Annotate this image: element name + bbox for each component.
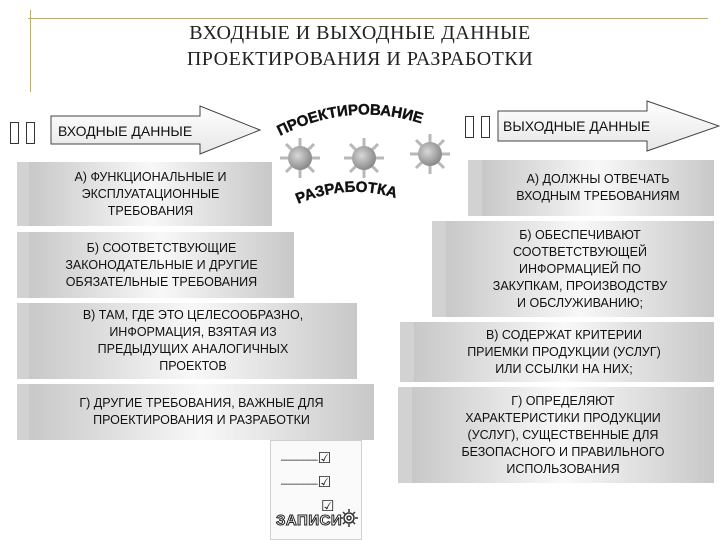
output-item-a-line: ВХОДНЫМ ТРЕБОВАНИЯМ [516, 188, 679, 205]
output-item-a: А) ДОЛЖНЫ ОТВЕЧАТЬ ВХОДНЫМ ТРЕБОВАНИЯМ [482, 160, 714, 216]
box-shadow [17, 303, 29, 379]
output-item-b-line: И ОБСЛУЖИВАНИЮ; [493, 295, 667, 312]
output-arrow: ВЫХОДНЫЕ ДАННЫЕ [497, 99, 720, 153]
records-label: ЗАПИСИ [276, 512, 342, 529]
sun-icon [280, 138, 320, 178]
gear-icon [339, 508, 359, 528]
input-item-a-line: ТРЕБОВАНИЯ [74, 203, 226, 220]
input-item-a: А) ФУНКЦИОНАЛЬНЫЕ И ЭКСПЛУАТАЦИОННЫЕ ТРЕ… [29, 162, 272, 226]
input-header-text: ВХОДНЫЕ ДАННЫЕ [58, 123, 192, 139]
output-item-b: Б) ОБЕСПЕЧИВАЮТ СООТВЕТСТВУЮЩЕЙ ИНФОРМАЦ… [446, 221, 714, 317]
output-item-d: Г) ОПРЕДЕЛЯЮТ ХАРАКТЕРИСТИКИ ПРОДУКЦИИ (… [412, 387, 714, 483]
arc-bottom-text: РАЗРАБОТКА [293, 179, 399, 208]
box-shadow [398, 387, 412, 483]
input-item-b-line: Б) СООТВЕТСТВУЮЩИЕ [65, 240, 257, 257]
checklist-row: ‒‒‒‒‒‒☑ [281, 473, 331, 491]
output-item-d-line: (УСЛУГ), СУЩЕСТВЕННЫЕ ДЛЯ [461, 427, 664, 444]
arc-top-text: ПРОЕКТИРОВАНИЕ [274, 101, 425, 139]
input-item-c-line: ИНФОРМАЦИЯ, ВЗЯТАЯ ИЗ [83, 324, 303, 341]
input-item-a-line: ЭКСПЛУАТАЦИОННЫЕ [74, 186, 226, 203]
output-item-d-line: Г) ОПРЕДЕЛЯЮТ [461, 393, 664, 410]
frame-left-line [30, 10, 31, 92]
input-item-d-line: Г) ДРУГИЕ ТРЕБОВАНИЯ, ВАЖНЫЕ ДЛЯ [79, 395, 323, 412]
output-item-b-line: ЗАКУПКАМ, ПРОИЗВОДСТВУ [493, 278, 667, 295]
output-item-d-line: ИСПОЛЬЗОВАНИЯ [461, 461, 664, 478]
sun-icon [344, 138, 384, 178]
input-item-d: Г) ДРУГИЕ ТРЕБОВАНИЯ, ВАЖНЫЕ ДЛЯ ПРОЕКТИ… [29, 384, 374, 440]
input-item-c-line: ПРЕДЫДУЩИХ АНАЛОГИЧНЫХ [83, 341, 303, 358]
box-shadow [400, 322, 414, 382]
output-item-d-line: ХАРАКТЕРИСТИКИ ПРОДУКЦИИ [461, 410, 664, 427]
arc-top-label: ПРОЕКТИРОВАНИЕ [274, 101, 425, 139]
frame-top-line [28, 18, 708, 19]
center-process-graphic: ПРОЕКТИРОВАНИЕ РАЗРАБОТКА [268, 96, 458, 226]
checklist-row: ‒‒‒‒‒‒☑ [281, 449, 331, 467]
box-shadow [17, 162, 29, 226]
output-item-b-line: ИНФОРМАЦИЕЙ ПО [493, 261, 667, 278]
marker-square [26, 122, 35, 144]
box-shadow [432, 221, 446, 317]
checkbox-icon: ☑ [318, 450, 331, 467]
page-title: ВХОДНЫЕ И ВЫХОДНЫЕ ДАННЫЕ ПРОЕКТИРОВАНИЯ… [60, 20, 660, 72]
marker-square [465, 116, 474, 138]
input-item-d-line: ПРОЕКТИРОВАНИЯ И РАЗРАБОТКИ [79, 412, 323, 429]
checklist-dash: ‒‒‒‒‒‒ [281, 478, 318, 490]
output-item-b-line: Б) ОБЕСПЕЧИВАЮТ [493, 227, 667, 244]
checklist-dash: ‒‒‒‒‒‒ [281, 454, 318, 466]
title-line-1: ВХОДНЫЕ И ВЫХОДНЫЕ ДАННЫЕ [60, 20, 660, 46]
output-header-text: ВЫХОДНЫЕ ДАННЫЕ [503, 118, 650, 134]
input-item-c-line: В) ТАМ, ГДЕ ЭТО ЦЕЛЕСООБРАЗНО, [83, 307, 303, 324]
box-shadow [17, 232, 29, 298]
marker-square [481, 116, 490, 138]
input-item-b: Б) СООТВЕТСТВУЮЩИЕ ЗАКОНОДАТЕЛЬНЫЕ И ДРУ… [29, 232, 294, 298]
sun-icon [410, 134, 450, 174]
input-arrow: ВХОДНЫЕ ДАННЫЕ [50, 104, 270, 156]
input-item-b-line: ЗАКОНОДАТЕЛЬНЫЕ И ДРУГИЕ [65, 257, 257, 274]
marker-square [10, 122, 19, 144]
output-item-c-line: В) СОДЕРЖАТ КРИТЕРИИ [467, 327, 661, 344]
output-item-a-line: А) ДОЛЖНЫ ОТВЕЧАТЬ [516, 171, 679, 188]
output-item-c: В) СОДЕРЖАТ КРИТЕРИИ ПРИЕМКИ ПРОДУКЦИИ (… [414, 322, 714, 382]
output-item-c-line: ИЛИ ССЫЛКИ НА НИХ; [467, 361, 661, 378]
input-item-a-line: А) ФУНКЦИОНАЛЬНЫЕ И [74, 169, 226, 186]
output-item-b-line: СООТВЕТСТВУЮЩЕЙ [493, 244, 667, 261]
arc-bottom-label: РАЗРАБОТКА [293, 179, 399, 208]
box-shadow [468, 160, 482, 216]
output-item-c-line: ПРИЕМКИ ПРОДУКЦИИ (УСЛУГ) [467, 344, 661, 361]
input-item-b-line: ОБЯЗАТЕЛЬНЫЕ ТРЕБОВАНИЯ [65, 274, 257, 291]
title-line-2: ПРОЕКТИРОВАНИЯ И РАЗРАБОТКИ [60, 46, 660, 72]
output-item-d-line: БЕЗОПАСНОГО И ПРАВИЛЬНОГО [461, 444, 664, 461]
input-item-c: В) ТАМ, ГДЕ ЭТО ЦЕЛЕСООБРАЗНО, ИНФОРМАЦИ… [29, 303, 357, 379]
checkbox-icon: ☑ [318, 474, 331, 491]
box-shadow [17, 384, 29, 440]
input-item-c-line: ПРОЕКТОВ [83, 358, 303, 375]
